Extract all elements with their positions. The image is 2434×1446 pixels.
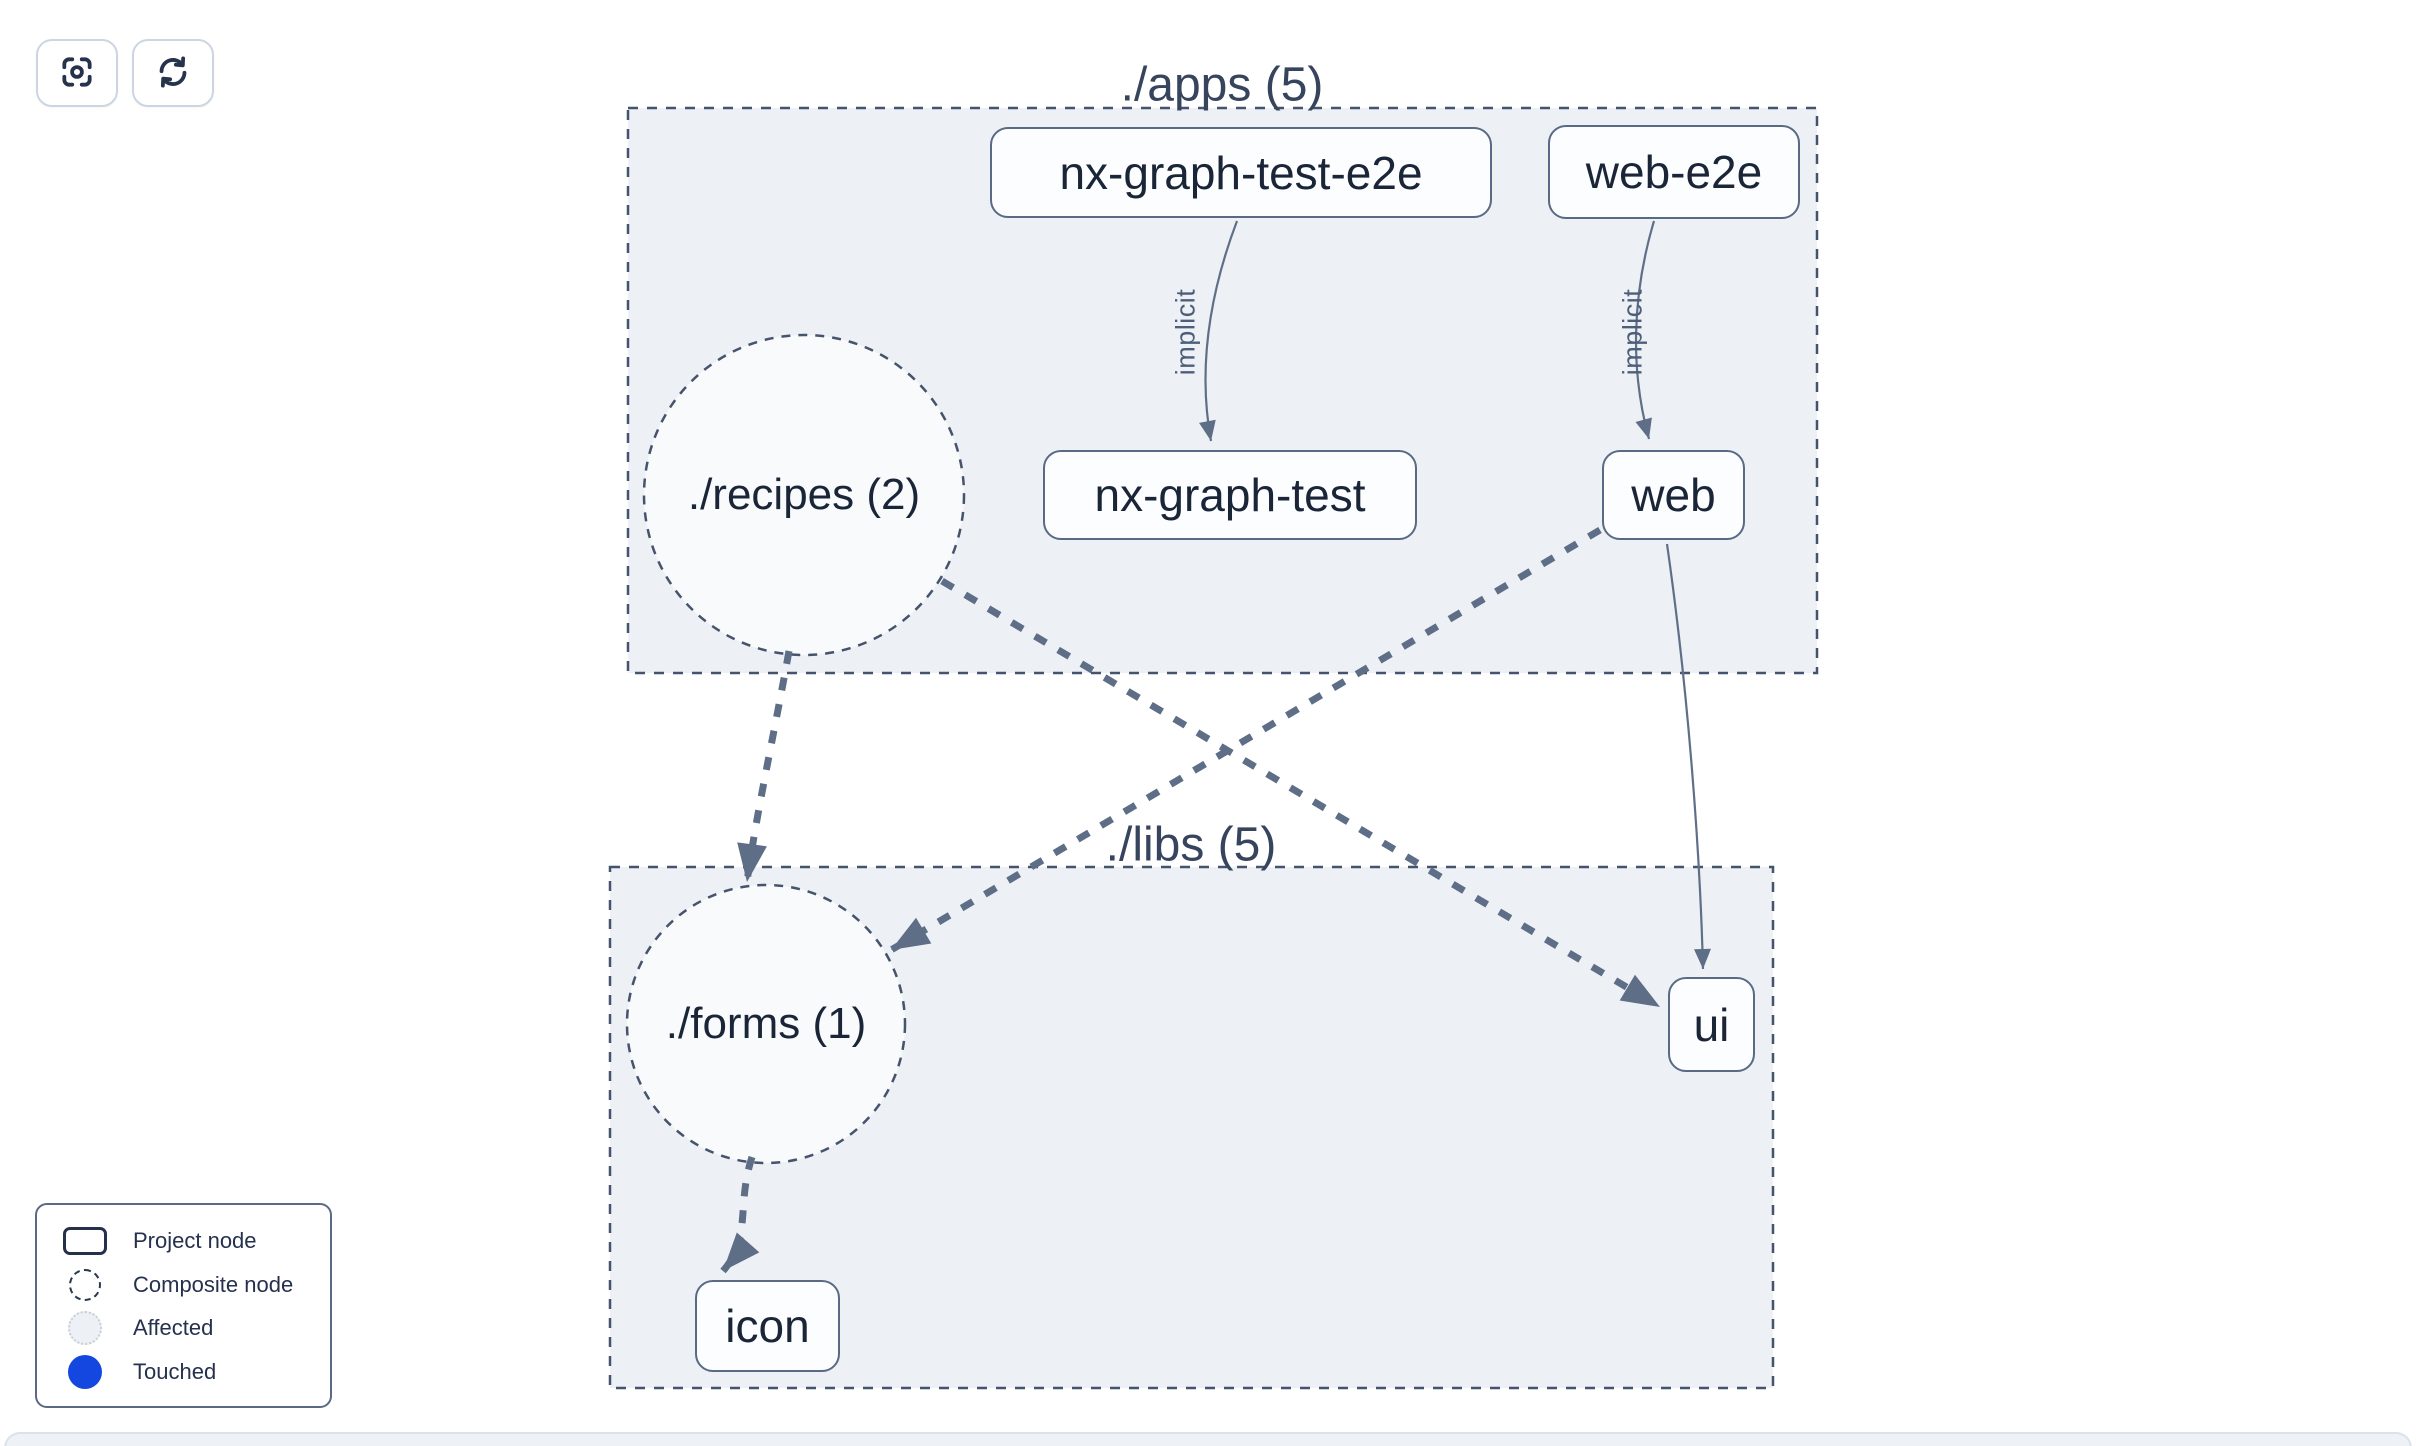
composite-node-recipes[interactable] xyxy=(642,333,966,657)
edge-label-implicit-web: implicit xyxy=(1617,288,1648,376)
group-label-apps: ./apps (5) xyxy=(1120,58,1324,112)
group-label-libs: ./libs (5) xyxy=(1105,818,1277,872)
focus-target-icon xyxy=(58,53,96,94)
refresh-icon xyxy=(154,53,192,94)
project-node-ui[interactable]: ui xyxy=(1668,977,1755,1072)
project-node-swatch-icon xyxy=(59,1227,111,1255)
edge-recipes-to-ui xyxy=(940,577,1662,1011)
legend-label: Affected xyxy=(133,1315,214,1341)
legend-row-project-node: Project node xyxy=(59,1221,330,1261)
composite-node-swatch-icon xyxy=(59,1268,111,1301)
legend-label: Touched xyxy=(133,1358,217,1384)
composite-label-recipes[interactable]: ./recipes (2) xyxy=(687,470,921,519)
composite-label-forms[interactable]: ./forms (1) xyxy=(665,999,867,1048)
touched-swatch-icon xyxy=(59,1354,111,1389)
edge-web-e2e-to-web xyxy=(1634,220,1656,440)
composite-node-forms[interactable] xyxy=(625,883,907,1165)
project-node-nx-graph-test[interactable]: nx-graph-test xyxy=(1043,450,1417,540)
edge-nx-graph-test-e2e-to-nx-graph-test xyxy=(1199,220,1239,442)
refresh-button[interactable] xyxy=(132,39,214,107)
edge-label-implicit-nx-graph-test: implicit xyxy=(1170,288,1201,376)
project-node-nx-graph-test-e2e[interactable]: nx-graph-test-e2e xyxy=(990,127,1492,218)
legend: Project node Composite node Affected Tou… xyxy=(35,1203,332,1408)
legend-row-affected: Affected xyxy=(59,1308,330,1348)
edge-web-to-ui xyxy=(1665,543,1711,970)
legend-row-composite-node: Composite node xyxy=(59,1265,330,1305)
legend-row-touched: Touched xyxy=(59,1352,330,1392)
zoom-to-fit-button[interactable] xyxy=(36,39,118,107)
project-node-icon[interactable]: icon xyxy=(695,1280,840,1372)
edge-recipes-to-forms xyxy=(737,650,793,883)
legend-label: Project node xyxy=(133,1228,257,1253)
bottom-panel-edge xyxy=(4,1432,2412,1446)
edge-web-to-forms xyxy=(889,526,1602,954)
project-node-web[interactable]: web xyxy=(1602,450,1745,540)
project-node-web-e2e[interactable]: web-e2e xyxy=(1548,125,1800,219)
affected-swatch-icon xyxy=(59,1311,111,1346)
edge-forms-to-icon xyxy=(720,1155,760,1274)
legend-label: Composite node xyxy=(133,1271,294,1297)
